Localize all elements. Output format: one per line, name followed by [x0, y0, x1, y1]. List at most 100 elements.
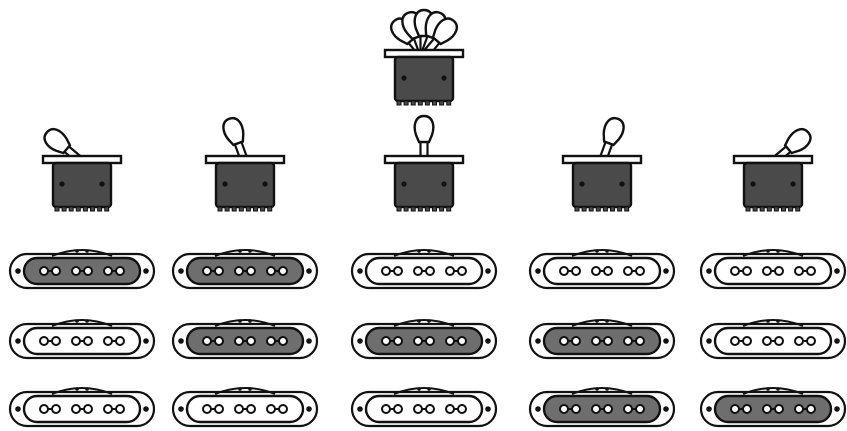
pole-piece	[806, 336, 816, 346]
pole-piece	[234, 336, 244, 346]
pole-piece	[635, 266, 645, 276]
switch-solder-tab	[238, 206, 244, 212]
pole-piece	[603, 404, 613, 414]
pole-piece	[83, 266, 93, 276]
pole-piece	[806, 404, 816, 414]
switch-solder-tab	[788, 206, 794, 212]
pickup-neck-position-5	[699, 249, 847, 290]
pole-piece	[794, 404, 804, 414]
pole-piece	[559, 266, 569, 276]
pole-piece	[39, 266, 49, 276]
pole-piece	[381, 404, 391, 414]
pole-piece	[762, 336, 772, 346]
pole-piece	[234, 266, 244, 276]
pole-piece	[115, 404, 125, 414]
switch-rivet	[401, 181, 407, 187]
switch-solder-tab	[104, 206, 110, 212]
switch-solder-tab	[245, 206, 251, 212]
pole-piece	[413, 266, 423, 276]
pole-piece	[381, 266, 391, 276]
switch-housing	[51, 161, 113, 209]
switch-solder-tab	[759, 206, 765, 212]
switch-position-5-icon	[732, 127, 814, 212]
pole-piece	[51, 266, 61, 276]
switch-housing	[742, 161, 804, 209]
switch-solder-tab	[54, 206, 60, 212]
switch-solder-tab	[432, 206, 437, 212]
switch-rivet	[441, 181, 447, 187]
pole-piece	[71, 336, 81, 346]
pole-piece	[266, 266, 276, 276]
pole-piece	[774, 336, 784, 346]
pole-piece	[381, 336, 391, 346]
switch-solder-tab	[61, 206, 67, 212]
pole-piece	[51, 336, 61, 346]
switch-solder-tab	[617, 206, 623, 212]
pole-piece	[623, 404, 633, 414]
switch-solder-tab	[396, 206, 402, 212]
pole-piece	[234, 404, 244, 414]
switch-housing	[393, 161, 455, 209]
switch-solder-tab	[90, 206, 95, 212]
pole-piece	[246, 404, 256, 414]
pole-piece	[202, 336, 212, 346]
pole-piece	[39, 404, 49, 414]
switch-housing	[393, 55, 455, 103]
pickup-bridge-position-3	[350, 387, 498, 428]
switch-rivet	[579, 181, 585, 187]
pickup-middle-position-2	[171, 319, 319, 360]
pole-piece	[393, 404, 403, 414]
switch-rivet	[441, 75, 447, 81]
switch-rivet	[99, 181, 105, 187]
switch-solder-tab	[410, 206, 416, 212]
switch-rivet	[401, 75, 407, 81]
pole-piece	[742, 404, 752, 414]
switch-solder-tab	[602, 206, 608, 212]
pickup-neck-position-1	[8, 249, 156, 290]
pickup-bridge-position-2	[171, 387, 319, 428]
pole-piece	[794, 266, 804, 276]
pole-piece	[457, 266, 467, 276]
pickup-neck-position-4	[528, 249, 676, 290]
switch-solder-tab	[410, 100, 416, 106]
switch-rivet	[790, 181, 796, 187]
switch-position-3-icon	[383, 114, 465, 212]
switch-rivet	[619, 181, 625, 187]
pole-piece	[278, 336, 288, 346]
switch-solder-tab	[267, 206, 273, 212]
pole-piece	[774, 404, 784, 414]
pole-piece	[559, 404, 569, 414]
switch-solder-tab	[403, 100, 409, 106]
switch-solder-tab	[424, 100, 430, 106]
pole-piece	[278, 266, 288, 276]
pole-piece	[425, 266, 435, 276]
switch-solder-tab	[217, 206, 223, 212]
switch-rivet	[262, 181, 268, 187]
pole-piece	[266, 336, 276, 346]
pole-piece	[278, 404, 288, 414]
switch-solder-tab	[439, 100, 445, 106]
pole-piece	[794, 336, 804, 346]
pole-piece	[591, 266, 601, 276]
pole-piece	[445, 266, 455, 276]
pole-piece	[571, 336, 581, 346]
pole-piece	[457, 336, 467, 346]
pole-piece	[202, 404, 212, 414]
pickup-bridge-position-5	[699, 387, 847, 428]
pole-piece	[635, 336, 645, 346]
switch-solder-tab	[432, 100, 437, 106]
pole-piece	[246, 266, 256, 276]
switch-solder-tab	[574, 206, 580, 212]
pole-piece	[571, 404, 581, 414]
switch-rivet	[59, 181, 65, 187]
pole-piece	[623, 266, 633, 276]
pickup-bridge-position-1	[8, 387, 156, 428]
switch-solder-tab	[224, 206, 230, 212]
pole-piece	[83, 404, 93, 414]
switch-solder-tab	[417, 100, 423, 106]
switch-solder-tab	[595, 206, 601, 212]
pole-piece	[71, 266, 81, 276]
switch-position-2-icon	[204, 116, 286, 212]
switch-solder-tab	[424, 206, 430, 212]
switch-position-4-icon	[561, 116, 643, 212]
